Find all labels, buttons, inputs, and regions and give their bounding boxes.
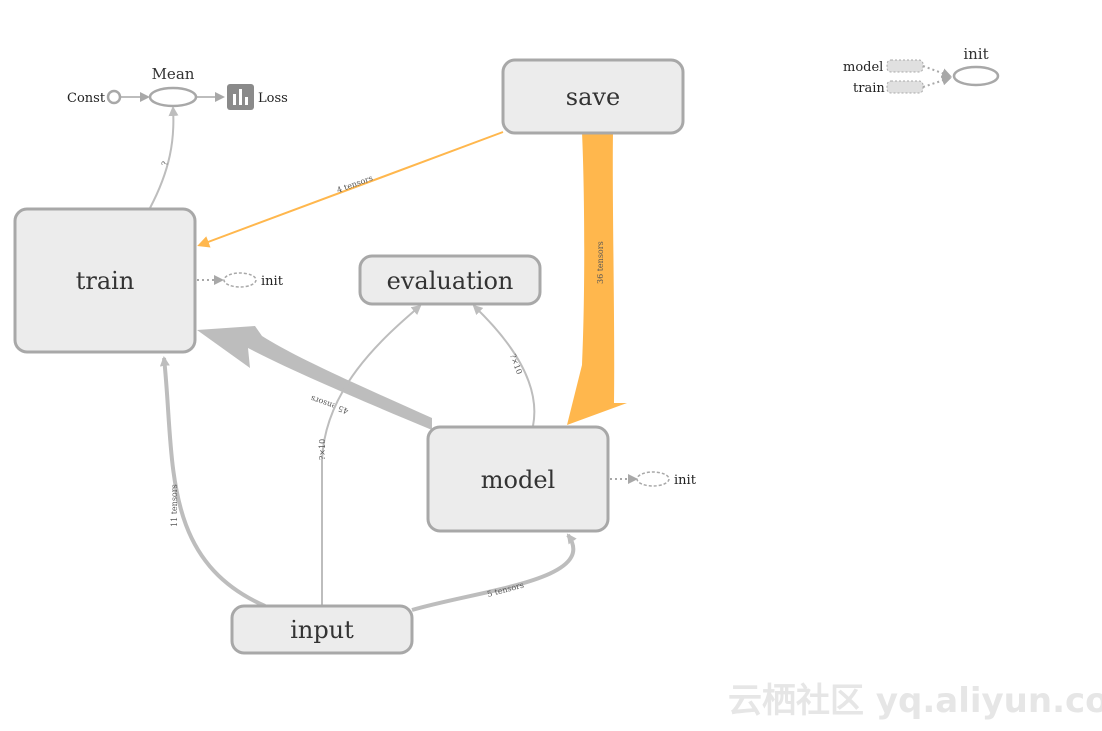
edge-save-model [567,132,627,425]
node-input[interactable]: input [230,604,414,655]
train-init-label: init [261,274,284,289]
edge-train-mean [149,106,179,209]
model-init-label: init [674,473,697,488]
legend-edge-model [922,65,952,78]
train-init-node[interactable] [223,272,257,288]
const-node[interactable] [106,89,122,105]
edge-model-eval [472,304,536,427]
loss-label: Loss [258,91,288,106]
svg-text:evaluation: evaluation [387,267,514,295]
legend-title: init [963,45,988,63]
edge-label-model-train: 45 ensors [310,394,350,416]
edge-label-input-eval: ?×10 [318,439,327,460]
svg-text:model: model [481,466,555,494]
watermark: 云栖社区 yq.aliyun.com [728,681,1102,721]
legend-init-node[interactable] [952,65,1000,87]
edge-label-train-mean: ? [160,161,170,167]
legend-input-train-label: train [853,81,885,96]
edge-input-train [159,356,266,608]
mean-node[interactable] [148,86,198,108]
edge-label-model-eval: ?×10 [508,353,524,376]
edge-label-save-model: 36 tensors [596,241,605,284]
svg-text:input: input [290,616,354,644]
mean-label: Mean [152,65,195,83]
node-train[interactable]: train [13,207,197,354]
svg-text:train: train [76,267,135,295]
legend-input-train-node[interactable] [886,80,924,94]
model-init-node[interactable] [636,471,670,487]
const-label: Const [67,91,106,106]
edge-label-input-model: 5 tensors [486,581,525,599]
edge-input-eval [321,304,422,606]
node-save[interactable]: save [501,58,685,135]
node-evaluation[interactable]: evaluation [358,254,542,306]
legend-edge-train [922,75,952,88]
node-model[interactable]: model [426,425,610,533]
edge-model-train [197,326,432,430]
edge-label-input-train: 11 tensors [170,484,179,527]
edge-label-save-train: 4 tensors [336,174,374,195]
edge-save-train [197,131,504,248]
svg-text:save: save [566,83,620,111]
loss-summary-icon[interactable] [227,84,254,110]
legend-input-model-node[interactable] [886,59,924,73]
legend-input-model-label: model [843,60,883,75]
edge-input-model [411,533,577,612]
